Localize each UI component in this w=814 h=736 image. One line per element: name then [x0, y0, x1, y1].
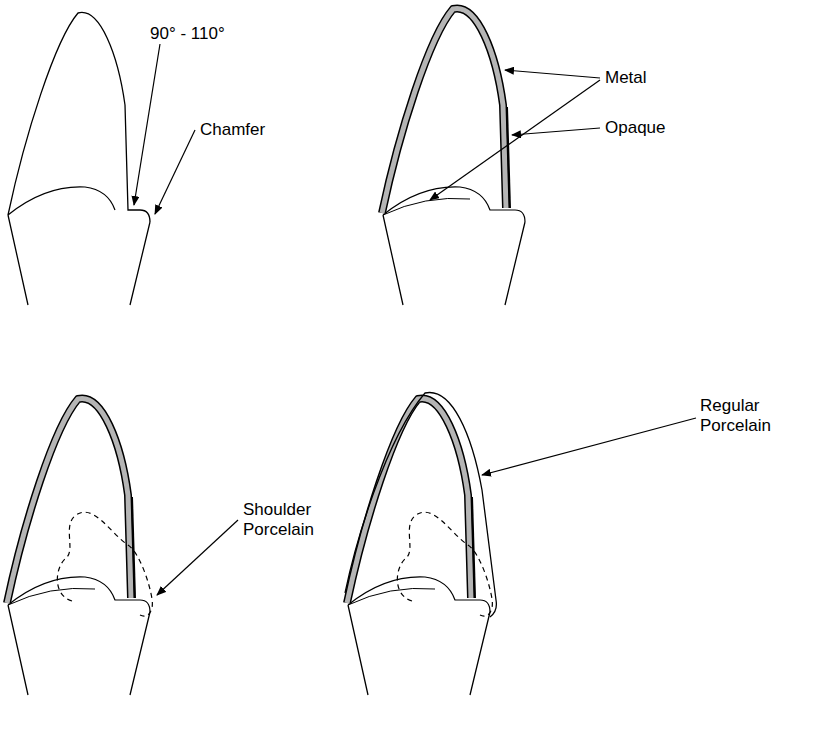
part-label: 90° - 110°	[150, 24, 225, 44]
part-label: Regular Porcelain	[700, 396, 790, 436]
part-label: Opaque	[605, 118, 666, 138]
part-label: Chamfer	[200, 120, 265, 140]
part-label: Metal	[605, 68, 647, 88]
part-label: Shoulder Porcelain	[243, 500, 338, 540]
